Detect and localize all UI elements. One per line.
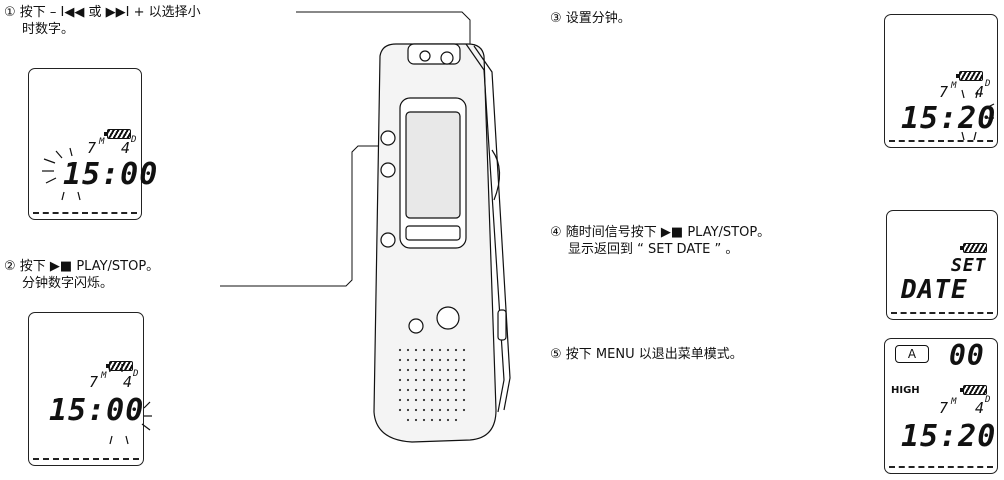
month-digit: 7 [939, 399, 949, 417]
time-readout: 15:20 [901, 419, 997, 454]
time-readout: 15:00 [63, 157, 159, 192]
voice-recorder-device [373, 43, 511, 443]
lcd-display-1: 7 M 4 D 15:00 [28, 68, 157, 220]
level-meter-dashes [889, 140, 993, 142]
day-label: D [133, 369, 139, 379]
step-2-line-1: ② 按下 ▶■ PLAY/STOP。 [4, 259, 160, 274]
lcd-display-4: SET DATE [886, 210, 998, 320]
day-digit: 4 [975, 83, 985, 101]
battery-icon [106, 361, 133, 371]
file-counter: 00 [949, 339, 985, 372]
month-label: M [99, 137, 105, 147]
lcd-display-5: A 00 HIGH 7 M 4 D 15:20 [884, 338, 998, 474]
level-meter-dashes [891, 312, 993, 314]
step-5-line-1: ⑤ 按下 MENU 以退出菜单模式。 [550, 347, 743, 362]
step-2-instruction: ② 按下 ▶■ PLAY/STOP。 分钟数字闪烁。 [4, 258, 159, 292]
step-5-instruction: ⑤ 按下 MENU 以退出菜单模式。 [550, 346, 743, 363]
step-3-line-1: ③ 设置分钟。 [550, 11, 631, 26]
blink-marks-3 [961, 89, 995, 141]
battery-icon [104, 129, 131, 139]
step-4-line-1: ④ 随时间信号按下 ▶■ PLAY/STOP。 [550, 225, 771, 240]
step-1-instruction: ① 按下 – I◀◀ 或 ▶▶I + 以选择小 时数字。 [4, 4, 201, 38]
battery-icon [960, 385, 987, 395]
record-mode-label: HIGH [891, 385, 920, 396]
folder-indicator: A [895, 345, 929, 363]
day-label: D [985, 79, 991, 89]
step-2-line-2: 分钟数字闪烁。 [22, 276, 114, 291]
month-digit: 7 [87, 139, 97, 157]
set-text: SET [951, 255, 987, 276]
day-label: D [985, 395, 991, 405]
month-label: M [951, 397, 957, 407]
month-digit: 7 [939, 83, 949, 101]
level-meter-dashes [33, 458, 139, 460]
date-text: DATE [901, 275, 968, 305]
blink-marks-2 [107, 363, 152, 445]
month-label: M [101, 371, 107, 381]
battery-icon [956, 71, 983, 81]
folder-letter: A [907, 347, 917, 361]
day-digit: 4 [975, 399, 985, 417]
step-4-line-2: 显示返回到 “ SET DATE ” 。 [568, 242, 739, 257]
speaker-grille [398, 348, 466, 422]
step-1-line-1: ① 按下 – I◀◀ 或 ▶▶I + 以选择小 [4, 5, 201, 20]
lcd-display-2: 7 M 4 D 15:00 [28, 312, 144, 466]
month-label: M [951, 81, 957, 91]
step-3-instruction: ③ 设置分钟。 [550, 10, 631, 27]
blink-marks-1 [42, 147, 81, 201]
level-meter-dashes [889, 466, 993, 468]
day-digit: 4 [121, 139, 131, 157]
day-digit: 4 [123, 373, 133, 391]
step-4-instruction: ④ 随时间信号按下 ▶■ PLAY/STOP。 显示返回到 “ SET DATE… [550, 224, 770, 258]
day-label: D [131, 135, 137, 145]
battery-icon [960, 243, 987, 253]
level-meter-dashes [33, 212, 137, 214]
month-digit: 7 [89, 373, 99, 391]
step-1-line-2: 时数字。 [22, 22, 75, 37]
lcd-display-3: 7 M 4 D 15:20 [884, 14, 998, 148]
time-readout: 15:00 [49, 393, 145, 428]
time-readout: 15:20 [901, 101, 997, 136]
